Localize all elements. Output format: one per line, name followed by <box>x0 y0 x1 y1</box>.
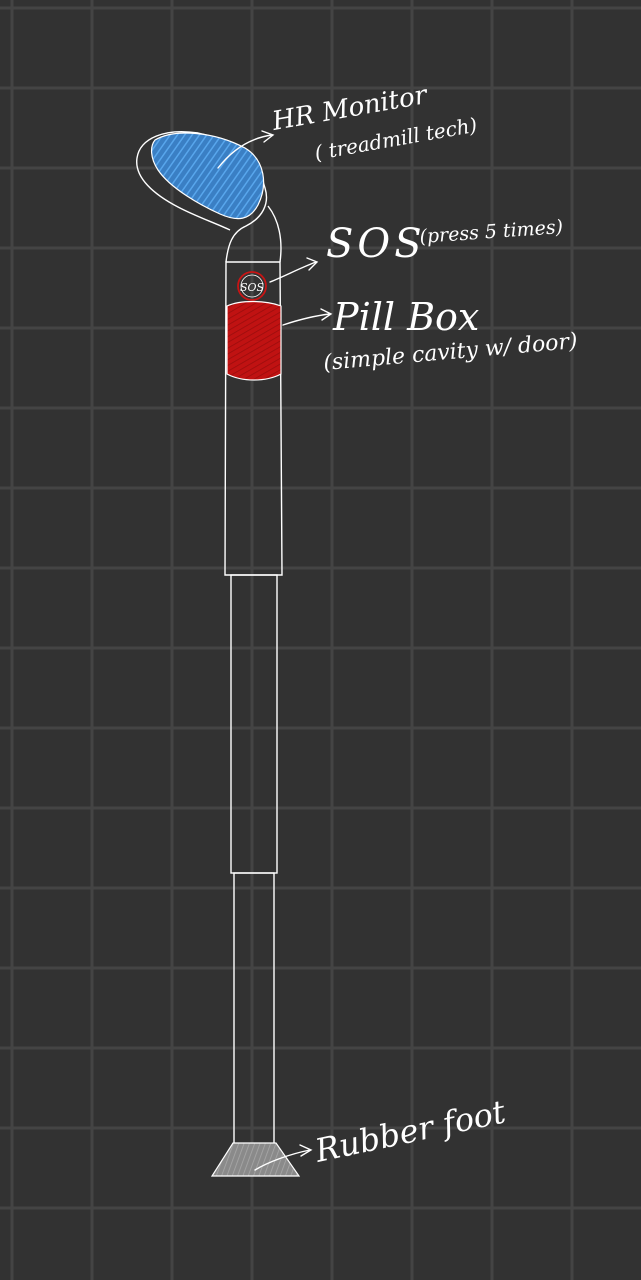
label-sos: SOS <box>326 221 426 267</box>
label-rubber-foot: Rubber foot <box>311 1092 509 1170</box>
annotation-arrows <box>217 130 333 1171</box>
rubber-foot <box>210 1142 301 1177</box>
sos-button: SOS <box>237 271 267 301</box>
arrow-hr-monitor <box>217 134 273 169</box>
arrow-pill-box <box>282 313 331 326</box>
cane-middle-shaft <box>230 574 278 874</box>
sos-button-label: SOS <box>240 281 265 294</box>
arrow-sos <box>269 261 317 283</box>
label-pill-box: Pill Box <box>332 295 479 339</box>
cane-upper-shaft <box>224 261 283 576</box>
pill-box <box>226 300 282 381</box>
cane-lower-shaft <box>233 872 275 1146</box>
arrow-rubber-foot <box>254 1149 311 1171</box>
hr-monitor-pad <box>151 132 265 220</box>
cane-handle <box>136 131 282 263</box>
